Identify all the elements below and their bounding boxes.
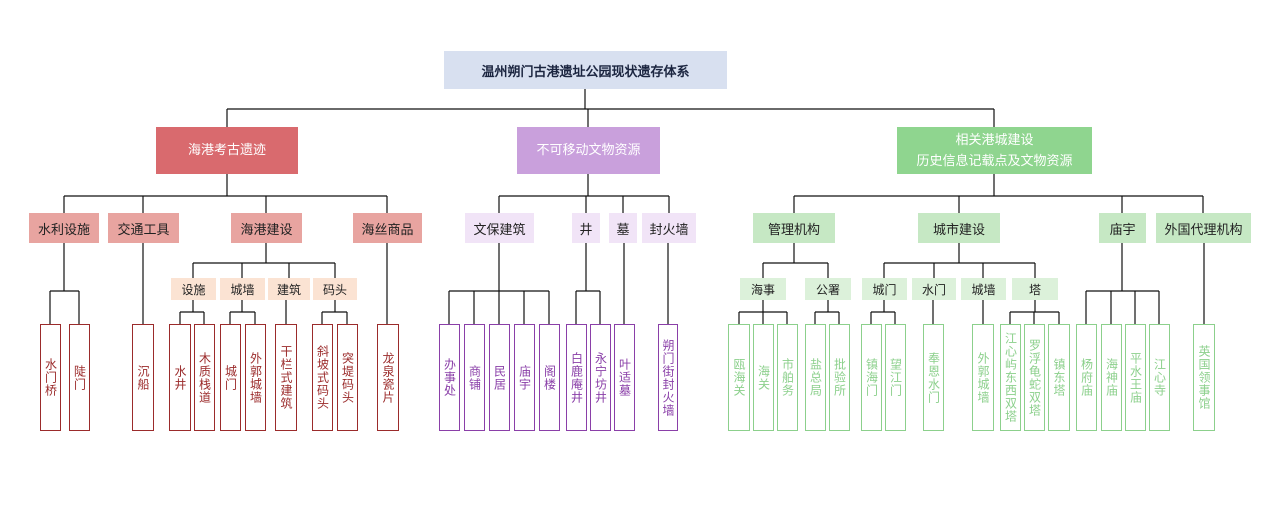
port-city-wall: 城墙	[220, 278, 265, 300]
construction-gate: 城门	[862, 278, 907, 300]
port-pier: 码头	[313, 278, 357, 300]
leaf-pavilion: 阁楼	[539, 324, 560, 431]
leaf-pingshui-temple: 平水王庙	[1125, 324, 1146, 431]
root-title: 温州朔门古港遗址公园现状遗存体系	[444, 51, 727, 89]
construction-tower: 塔	[1012, 278, 1058, 300]
leaf-jiangxinyu-twin-towers: 江心屿东西双塔	[1000, 324, 1021, 431]
leaf-shuomen-fire-wall: 朔门街封火墙	[658, 324, 678, 431]
category-immovable: 不可移动文物资源	[517, 127, 660, 174]
leaf-fengen-water-gate: 奉恩水门	[923, 324, 944, 431]
leaf-temple: 庙宇	[514, 324, 535, 431]
leaf-shipwreck: 沉船	[132, 324, 154, 431]
leaf-jiangxin-temple: 江心寺	[1149, 324, 1170, 431]
city-temple: 庙宇	[1099, 213, 1146, 243]
harbor-transport: 交通工具	[108, 213, 179, 243]
harbor-silk-goods: 海丝商品	[353, 213, 422, 243]
city-admin: 管理机构	[753, 213, 835, 243]
leaf-office: 办事处	[439, 324, 460, 431]
leaf-city-gate: 城门	[220, 324, 241, 431]
leaf-dyke-pier: 突堤码头	[337, 324, 358, 431]
leaf-zhendong-tower: 镇东塔	[1048, 324, 1070, 431]
port-building: 建筑	[268, 278, 310, 300]
category-city: 相关港城建设 历史信息记载点及文物资源	[897, 127, 1092, 174]
immovable-well: 井	[572, 213, 600, 243]
immovable-fire-wall: 封火墙	[642, 213, 696, 243]
leaf-longquan-celadon: 龙泉瓷片	[377, 324, 399, 431]
category-harbor: 海港考古遗迹	[156, 127, 298, 174]
leaf-sea-god-temple: 海神庙	[1101, 324, 1122, 431]
category-city-line1: 相关港城建设	[955, 132, 1034, 148]
leaf-wangjiang-gate: 望江门	[885, 324, 906, 431]
leaf-salt-bureau: 盐总局	[805, 324, 826, 431]
leaf-inspection-office: 批验所	[829, 324, 850, 431]
port-facility: 设施	[171, 278, 216, 300]
leaf-british-consulate: 英国领事馆	[1193, 324, 1215, 431]
immovable-cultural-buildings: 文保建筑	[465, 213, 534, 243]
construction-wall: 城墙	[961, 278, 1006, 300]
admin-maritime: 海事	[740, 278, 786, 300]
city-construction: 城市建设	[918, 213, 1000, 243]
immovable-tomb: 墓	[609, 213, 637, 243]
leaf-bailu-well: 白鹿庵井	[566, 324, 587, 431]
leaf-dou-gate: 陡门	[69, 324, 90, 431]
leaf-zhenhai-gate: 镇海门	[861, 324, 882, 431]
leaf-shop: 商铺	[464, 324, 485, 431]
leaf-shipping-office: 市舶务	[777, 324, 798, 431]
leaf-luofu-twin-towers: 罗浮龟蛇双塔	[1024, 324, 1045, 431]
leaf-stilt-building: 干栏式建筑	[275, 324, 297, 431]
leaf-slope-pier: 斜坡式码头	[312, 324, 333, 431]
leaf-outer-city-wall: 外郭城墙	[245, 324, 266, 431]
leaf-residence: 民居	[489, 324, 510, 431]
leaf-yangfu-temple: 杨府庙	[1076, 324, 1097, 431]
leaf-water-well: 水井	[169, 324, 191, 431]
harbor-water-facilities: 水利设施	[29, 213, 99, 243]
leaf-yongning-well: 永宁坊井	[590, 324, 611, 431]
leaf-customs: 海关	[753, 324, 774, 431]
leaf-ou-customs: 瓯海关	[728, 324, 750, 431]
harbor-port-construction: 海港建设	[231, 213, 302, 243]
leaf-wooden-plank-road: 木质栈道	[194, 324, 215, 431]
leaf-water-gate-bridge: 水门桥	[40, 324, 61, 431]
construction-water-gate: 水门	[912, 278, 956, 300]
admin-office: 公署	[805, 278, 851, 300]
leaf-outer-city-wall-green: 外郭城墙	[972, 324, 994, 431]
leaf-yeshi-tomb: 叶适墓	[614, 324, 635, 431]
city-foreign-agency: 外国代理机构	[1156, 213, 1251, 243]
category-city-line2: 历史信息记载点及文物资源	[916, 153, 1073, 169]
